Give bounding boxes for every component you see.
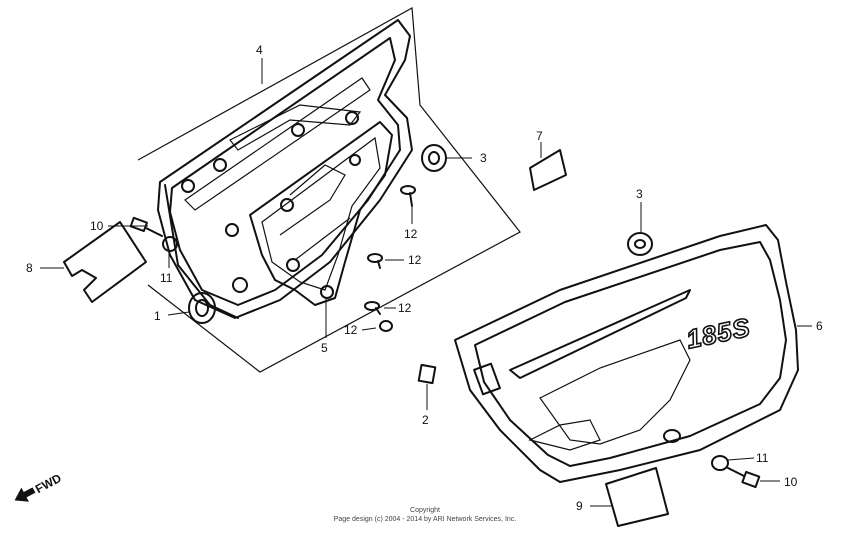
label-part-4: 4 [256,43,263,57]
label-part-11-lower: 11 [756,451,769,465]
label-part-9: 9 [576,499,583,513]
screw-part-12-c [364,301,381,315]
forward-direction-indicator: FWD [14,471,64,502]
emblem-part-8 [63,221,147,303]
left-side-cover [157,19,413,319]
emblem-part-7 [529,149,567,191]
label-part-10-upper: 10 [90,219,104,233]
washer-part-11-lower [711,455,729,471]
bolt-part-10-lower [727,467,761,489]
label-part-12-a: 12 [404,227,418,241]
label-part-12-c: 12 [398,301,412,315]
label-part-10-lower: 10 [784,475,798,489]
screw-part-12-b [367,253,383,269]
assembly-outline [137,7,521,373]
screw-part-12-d [379,320,393,332]
grommet-part-3-lower [627,232,653,256]
bolt-part-10-upper [129,216,163,237]
right-side-cover: 185S [454,224,799,483]
label-part-12-b: 12 [408,253,422,267]
copyright-line-1: Copyright [410,507,440,514]
label-part-5: 5 [321,341,328,355]
label-part-3-lower: 3 [636,187,643,201]
label-part-1: 1 [154,309,161,323]
grommet-part-1 [188,292,216,324]
grommet-part-3-upper [421,144,447,172]
label-part-8: 8 [26,261,33,275]
label-part-11-upper: 11 [160,271,173,285]
forward-arrow-icon [14,487,36,502]
label-part-6: 6 [816,319,823,333]
label-part-12-d: 12 [344,323,358,337]
label-part-3-upper: 3 [480,151,487,165]
forward-label: FWD [33,471,64,496]
washer-part-11-upper [162,236,178,252]
screw-part-12-a [400,185,416,207]
inner-bracket [249,121,393,306]
model-badge: 185S [684,312,754,355]
nut-part-2 [417,363,437,385]
emblem-part-9 [605,467,669,527]
copyright-line-2: Page design (c) 2004 - 2014 by ARI Netwo… [334,516,517,523]
leader-lines [40,58,812,507]
label-part-7: 7 [536,129,543,143]
label-part-2: 2 [422,413,429,427]
